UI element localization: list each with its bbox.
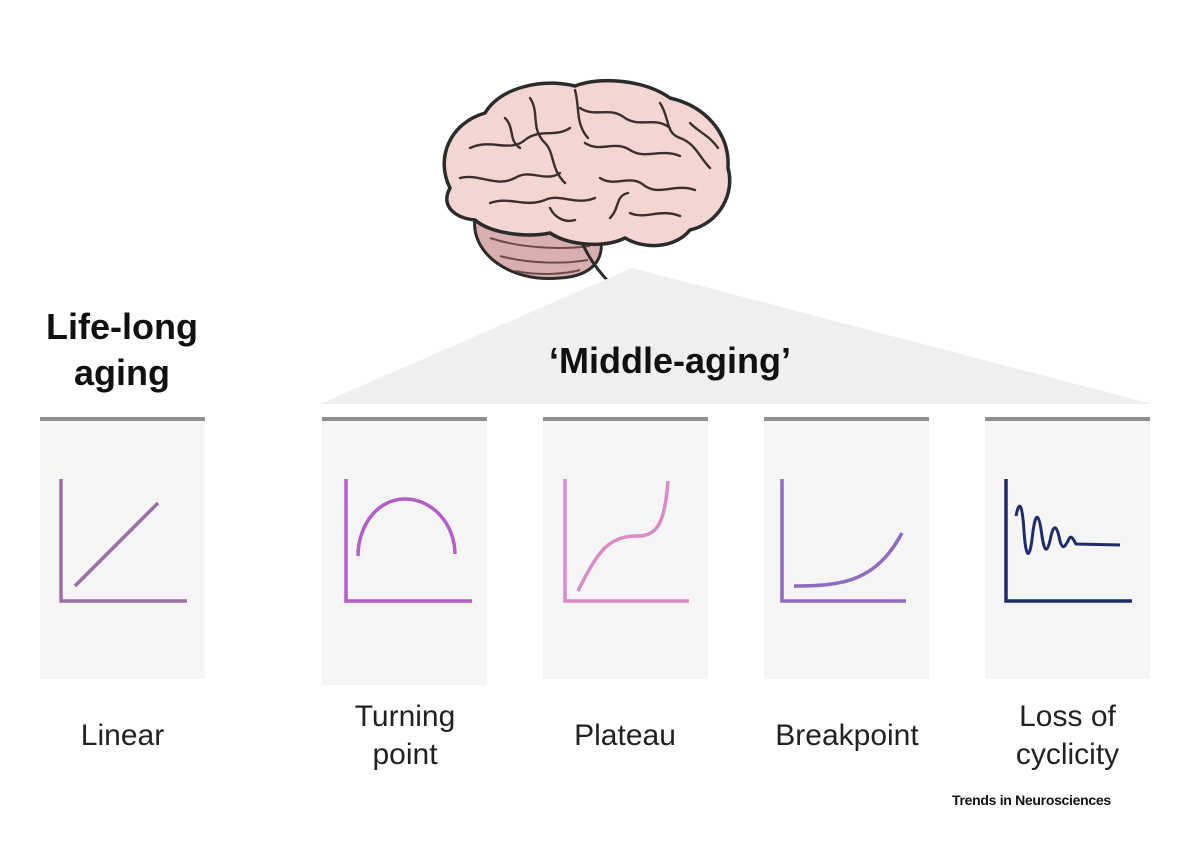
turning-point-label: Turning point bbox=[305, 698, 505, 774]
loss-of-cyclicity-curve bbox=[1004, 479, 1132, 603]
turning-point-curve bbox=[344, 479, 472, 603]
linear-label: Linear bbox=[30, 717, 215, 755]
linear-divider bbox=[40, 417, 205, 421]
loss-of-cyclicity-panel bbox=[985, 421, 1150, 679]
life-long-aging-heading: Life-long aging bbox=[22, 304, 222, 396]
middle-aging-heading: ‘Middle-aging’ bbox=[549, 340, 791, 381]
loss-of-cyclicity-label-line1: Loss of bbox=[1019, 700, 1116, 733]
breakpoint-divider bbox=[764, 417, 929, 421]
plateau-curve bbox=[563, 479, 689, 603]
turning-point-label-line2: point bbox=[372, 738, 438, 771]
life-long-heading-line2: aging bbox=[74, 352, 170, 393]
linear-curve bbox=[59, 479, 187, 603]
linear-label-line1: Linear bbox=[80, 719, 165, 752]
middle-aging-triangle bbox=[320, 268, 1152, 404]
life-long-heading-line1: Life-long bbox=[46, 306, 198, 347]
breakpoint-curve bbox=[780, 479, 906, 603]
breakpoint-panel bbox=[764, 421, 929, 679]
plateau-panel bbox=[543, 421, 708, 679]
loss-of-cyclicity-label: Loss of cyclicity bbox=[965, 698, 1170, 774]
turning-point-divider bbox=[322, 417, 487, 421]
linear-panel bbox=[40, 421, 205, 679]
brain-illustration bbox=[430, 78, 740, 288]
breakpoint-label-line1: Breakpoint bbox=[775, 719, 919, 752]
loss-of-cyclicity-label-line2: cyclicity bbox=[1015, 738, 1120, 771]
turning-point-panel bbox=[322, 421, 487, 685]
brain-icon bbox=[442, 78, 732, 285]
turning-point-label-line1: Turning bbox=[354, 700, 456, 733]
plateau-label-line1: Plateau bbox=[574, 719, 676, 752]
plateau-label: Plateau bbox=[525, 717, 725, 755]
plateau-divider bbox=[543, 417, 708, 421]
loss-of-cyclicity-divider bbox=[985, 417, 1150, 421]
journal-credit: Trends in Neurosciences bbox=[952, 792, 1111, 808]
breakpoint-label: Breakpoint bbox=[742, 717, 952, 755]
